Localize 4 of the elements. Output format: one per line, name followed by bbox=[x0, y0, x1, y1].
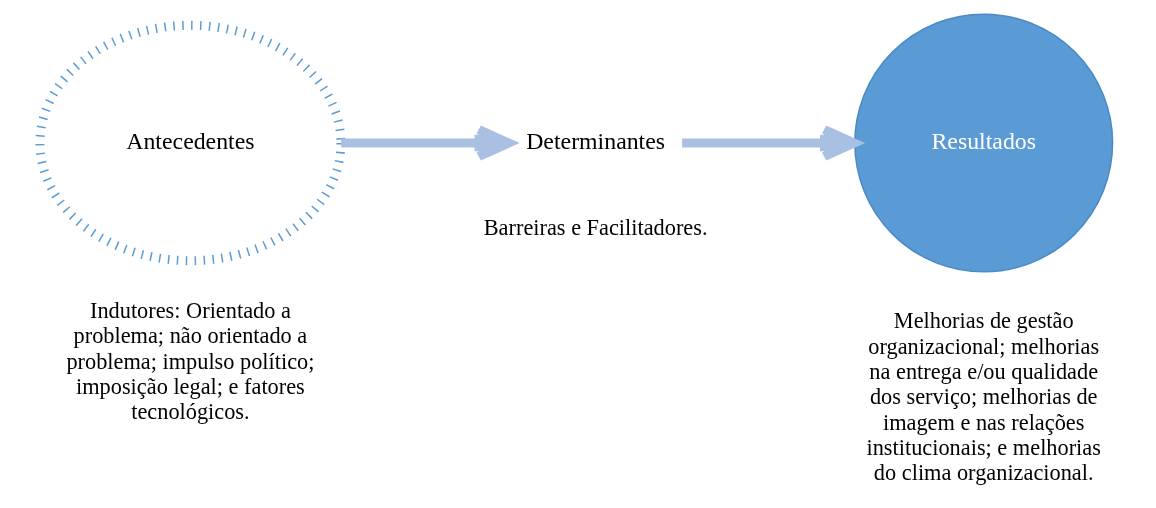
node-label: Barreiras e Facilitadores. bbox=[483, 214, 708, 240]
node-label: Melhorias de gestão organizacional; melhorias na entrega e/ou qualidade dos serviço; melhorias de imagem e nas relações institucionais; e melhorias do clima organizacional. bbox=[866, 308, 1101, 486]
node-text: Determinantes bbox=[525, 127, 665, 154]
node-label: Indutores: Orientado a problema; não orientado a problema; impulso político; imposição legal; e fatores tecnológicos. bbox=[65, 298, 314, 425]
